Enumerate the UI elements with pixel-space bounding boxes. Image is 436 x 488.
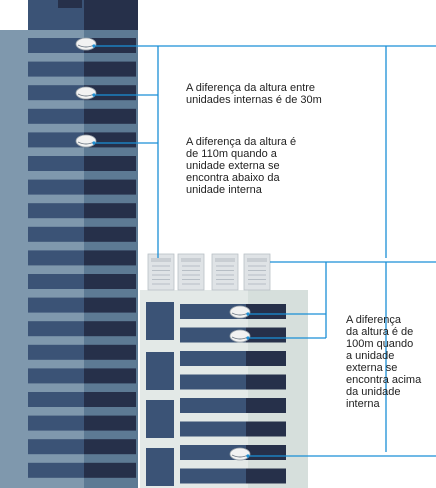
tower-window-right	[84, 85, 136, 101]
tower-window-right	[84, 368, 136, 384]
tower-window-right	[84, 415, 136, 431]
tower-window-left	[28, 462, 84, 478]
tower-window-left	[28, 38, 84, 53]
tower-window-left	[28, 156, 84, 171]
ceiling-cassette-indoor-unit-icon	[75, 86, 97, 100]
low-building-column-window	[146, 352, 174, 390]
low-building	[140, 290, 308, 488]
tower-window-right	[84, 297, 136, 313]
low-building-window-right	[246, 304, 286, 319]
outdoor-units	[147, 253, 271, 291]
indoor-height-difference-label: A diferença da altura entre unidades int…	[186, 82, 322, 106]
tower-window-left	[28, 85, 84, 101]
outdoor-below-height-difference-label: A diferença da altura é de 110m quando a…	[186, 136, 297, 196]
tower-window-left	[28, 297, 84, 313]
tower-window-right	[84, 250, 136, 266]
tower-window-left	[28, 392, 84, 407]
tall-building-roof-cap	[58, 0, 82, 8]
tower-window-right	[84, 156, 136, 171]
ceiling-cassette-indoor-unit-icon	[229, 305, 251, 319]
tower-window-left	[28, 226, 84, 242]
tall-building-top-dark	[84, 0, 138, 30]
low-building-window-right	[246, 374, 286, 390]
low-building-window-left	[180, 304, 246, 319]
tower-window-right	[84, 462, 136, 478]
tower-window-right	[84, 274, 136, 289]
low-building-window-right	[246, 421, 286, 437]
tower-window-right	[84, 321, 136, 337]
vrf-outdoor-unit-icon	[211, 253, 239, 291]
tall-building-windows	[28, 38, 136, 478]
vrf-outdoor-unit-icon	[243, 253, 271, 291]
ceiling-cassette-indoor-unit-icon	[75, 37, 97, 51]
tower-window-left	[28, 415, 84, 431]
tower-window-right	[84, 108, 136, 124]
tower-window-left	[28, 344, 84, 360]
ceiling-cassette-indoor-unit-icon	[75, 134, 97, 148]
tower-window-left	[28, 439, 84, 455]
low-building-window-right	[246, 468, 286, 484]
low-building-window-right	[246, 327, 286, 343]
tall-building	[0, 0, 138, 488]
tower-window-left	[28, 179, 84, 195]
tower-window-right	[84, 179, 136, 195]
low-building-window-right	[246, 445, 286, 460]
low-building-window-left	[180, 445, 246, 460]
outdoor-above-height-difference-label: A diferença da altura é de 100m quando a…	[346, 314, 422, 410]
tower-window-left	[28, 132, 84, 148]
low-building-window-left	[180, 374, 246, 390]
low-building-column-window	[146, 448, 174, 486]
tower-window-right	[84, 226, 136, 242]
low-building-window-left	[180, 398, 246, 413]
ceiling-cassette-indoor-unit-icon	[229, 329, 251, 343]
tower-window-left	[28, 203, 84, 219]
tower-window-right	[84, 344, 136, 360]
tower-window-right	[84, 439, 136, 455]
tower-window-right	[84, 203, 136, 219]
tower-window-left	[28, 368, 84, 384]
tower-window-right	[84, 392, 136, 407]
vrf-outdoor-unit-icon	[177, 253, 205, 291]
low-building-window-left	[180, 421, 246, 437]
low-building-window-right	[246, 398, 286, 413]
low-building-window-left	[180, 351, 246, 366]
low-building-window-right	[246, 351, 286, 366]
vrf-outdoor-unit-icon	[147, 253, 175, 291]
tower-window-left	[28, 61, 84, 77]
low-building-column-window	[146, 302, 174, 340]
ceiling-cassette-indoor-unit-icon	[229, 447, 251, 461]
tower-window-left	[28, 250, 84, 266]
tower-window-right	[84, 61, 136, 77]
low-building-windows	[146, 302, 286, 486]
low-building-window-left	[180, 468, 246, 484]
low-building-column-window	[146, 400, 174, 438]
height-reference-lines	[96, 45, 436, 457]
tower-window-left	[28, 274, 84, 289]
low-building-window-left	[180, 327, 246, 343]
tower-window-left	[28, 321, 84, 337]
tower-window-left	[28, 108, 84, 124]
indoor-units	[75, 37, 251, 461]
